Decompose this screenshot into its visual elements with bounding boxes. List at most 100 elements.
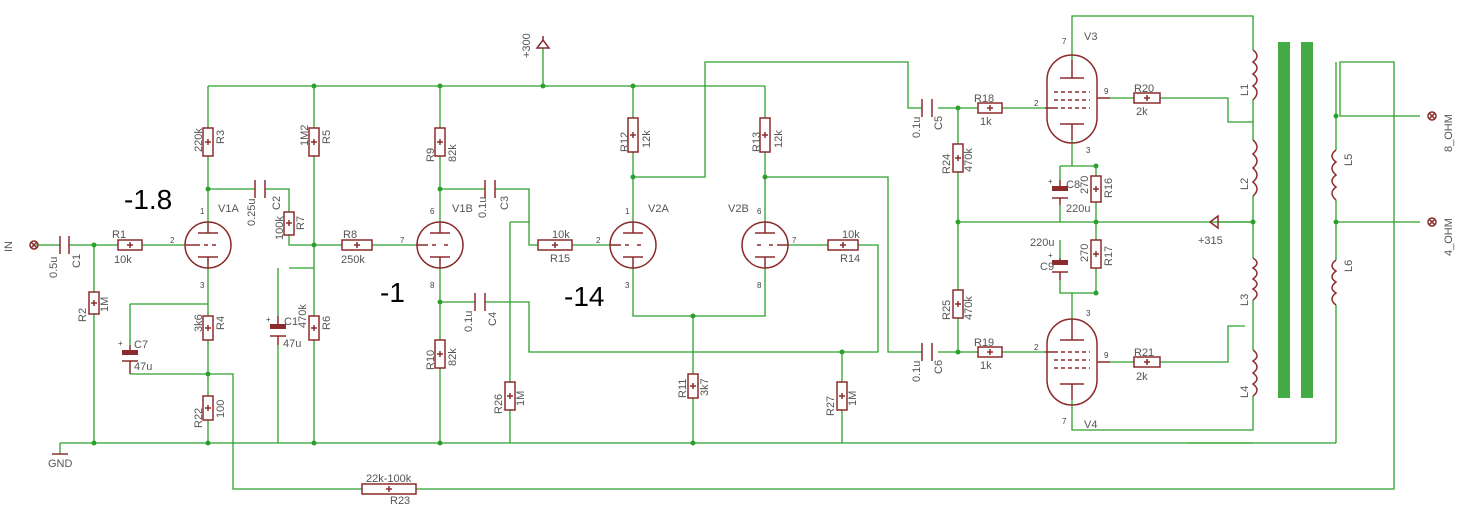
transformer-core-right bbox=[1301, 42, 1313, 398]
resistor-r18 bbox=[977, 102, 1003, 114]
r18-name: R18 bbox=[974, 93, 994, 105]
r10-value: 82k bbox=[447, 348, 459, 366]
r23-name: R23 bbox=[390, 495, 410, 507]
r17-name: R17 bbox=[1103, 246, 1115, 266]
capacitor-c3 bbox=[484, 180, 496, 198]
r7-name: R7 bbox=[295, 216, 307, 230]
inductor-l1 bbox=[1251, 49, 1258, 101]
l5-label: L5 bbox=[1343, 154, 1355, 166]
resistor-r11 bbox=[687, 373, 699, 399]
wiring bbox=[36, 15, 1420, 490]
c1-value: 0.5u bbox=[48, 257, 60, 278]
r9-name: R9 bbox=[425, 148, 437, 162]
svg-text:7: 7 bbox=[1062, 37, 1067, 46]
r1-name: R1 bbox=[112, 229, 126, 241]
l1-label: L1 bbox=[1239, 84, 1251, 96]
resistor-r14 bbox=[827, 239, 859, 251]
r21-value: 2k bbox=[1136, 371, 1148, 383]
output-4ohm-connector bbox=[1427, 217, 1437, 227]
svg-text:+: + bbox=[1048, 177, 1053, 186]
r13-name: R13 bbox=[751, 132, 763, 152]
svg-text:1: 1 bbox=[200, 207, 205, 216]
resistor-r16 bbox=[1090, 175, 1102, 203]
resistor-r15 bbox=[537, 239, 573, 251]
b315-label: +315 bbox=[1198, 235, 1223, 247]
input-connector bbox=[29, 240, 39, 250]
r24-value: 470k bbox=[963, 148, 975, 172]
r1-value: 10k bbox=[114, 254, 132, 266]
r5-value: 1M2 bbox=[299, 125, 311, 146]
v1a-voltage-annotation: -1.8 bbox=[124, 184, 172, 215]
c5-name: C5 bbox=[933, 116, 945, 130]
svg-text:7: 7 bbox=[792, 236, 797, 245]
b-plus-300-symbol bbox=[535, 36, 551, 49]
capacitor-c9-electrolytic: + bbox=[1048, 251, 1068, 280]
l2-label: L2 bbox=[1239, 178, 1251, 190]
capacitor-c1-input bbox=[59, 236, 70, 254]
svg-text:7: 7 bbox=[400, 236, 405, 245]
r3-name: R3 bbox=[215, 130, 227, 144]
r26-name: R26 bbox=[493, 394, 505, 414]
r3-value: 220k bbox=[193, 128, 205, 152]
resistor-r9 bbox=[434, 127, 446, 157]
r8-name: R8 bbox=[343, 229, 357, 241]
capacitor-c5 bbox=[921, 99, 933, 117]
resistor-r27 bbox=[836, 381, 848, 411]
c3-value: 0.1u bbox=[477, 197, 489, 218]
resistor-r1 bbox=[117, 239, 143, 251]
resistor-r7 bbox=[283, 211, 295, 236]
svg-text:2: 2 bbox=[170, 236, 175, 245]
svg-text:3: 3 bbox=[200, 281, 205, 290]
c6-value: 0.1u bbox=[911, 361, 923, 382]
r22-value: 100 bbox=[215, 400, 227, 418]
resistor-r10 bbox=[434, 339, 446, 369]
r9-value: 82k bbox=[447, 144, 459, 162]
inductor-l6 bbox=[1331, 259, 1338, 306]
resistor-r19 bbox=[977, 346, 1003, 358]
svg-text:+: + bbox=[266, 315, 271, 324]
svg-text:+: + bbox=[1048, 251, 1053, 260]
svg-text:2: 2 bbox=[1034, 99, 1039, 108]
output-8ohm-connector bbox=[1427, 111, 1437, 121]
annotations: -1.8 -1 -14 bbox=[124, 184, 604, 312]
c4-value: 0.1u bbox=[463, 311, 475, 332]
svg-text:6: 6 bbox=[430, 207, 435, 216]
junction-dots bbox=[91, 83, 1339, 446]
c1b-name: C1 bbox=[284, 316, 298, 328]
c7-value: 47u bbox=[134, 361, 152, 373]
b300-label: +300 bbox=[521, 33, 533, 58]
resistor-r25 bbox=[952, 289, 964, 319]
svg-text:2: 2 bbox=[596, 236, 601, 245]
r2-value: 1M bbox=[99, 297, 111, 312]
r4-name: R4 bbox=[215, 316, 227, 330]
svg-text:7: 7 bbox=[1062, 417, 1067, 426]
r12-name: R12 bbox=[619, 132, 631, 152]
resistor-r20 bbox=[1133, 92, 1161, 104]
svg-text:1: 1 bbox=[625, 207, 630, 216]
svg-text:9: 9 bbox=[1104, 351, 1109, 360]
svg-text:+: + bbox=[118, 339, 123, 348]
resistor-r3 bbox=[202, 127, 214, 157]
v3-label: V3 bbox=[1084, 31, 1097, 43]
tube-v2a: 123 bbox=[596, 207, 657, 290]
resistor-r6 bbox=[308, 315, 320, 341]
svg-text:3: 3 bbox=[1086, 146, 1091, 155]
r11-value: 3k7 bbox=[699, 378, 711, 396]
resistor-r4 bbox=[202, 315, 214, 341]
c1b-value: 47u bbox=[283, 338, 301, 350]
r14-name: R14 bbox=[840, 253, 860, 265]
r17-value: 270 bbox=[1079, 244, 1091, 262]
resistor-r23 bbox=[361, 483, 417, 495]
c9-value: 220u bbox=[1030, 237, 1054, 249]
r26-value: 1M bbox=[515, 391, 527, 406]
v4-label: V4 bbox=[1084, 419, 1097, 431]
l3-label: L3 bbox=[1239, 294, 1251, 306]
v1b-label: V1B bbox=[452, 203, 473, 215]
r27-value: 1M bbox=[847, 391, 859, 406]
svg-text:8: 8 bbox=[757, 281, 762, 290]
capacitor-c7-electrolytic: + bbox=[118, 339, 138, 374]
r16-value: 270 bbox=[1079, 176, 1091, 194]
